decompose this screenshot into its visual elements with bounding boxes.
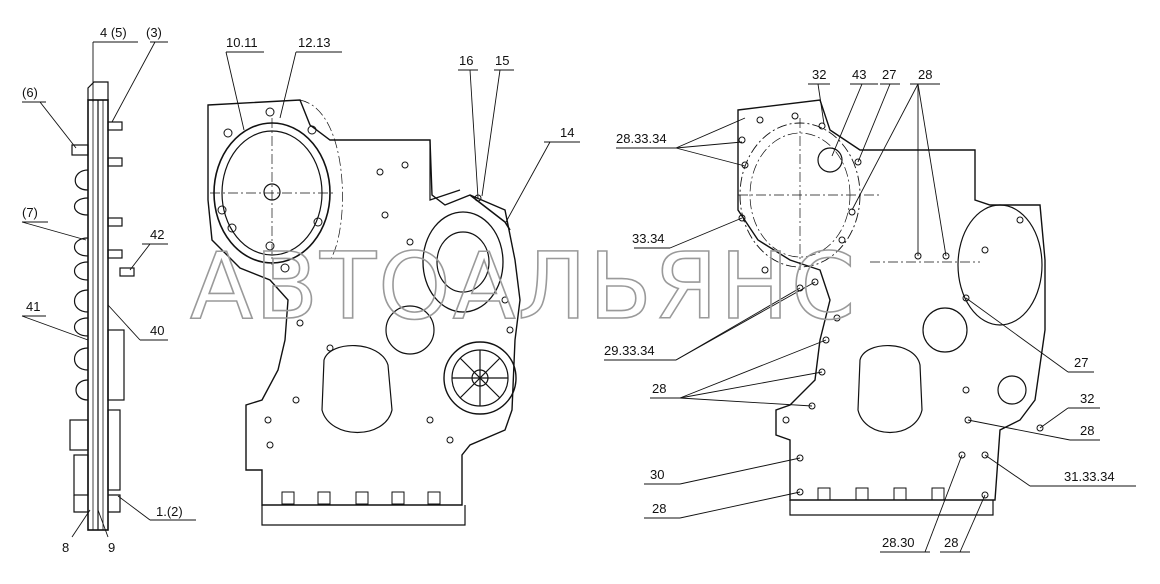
label-43: 43 (852, 67, 866, 82)
label-6: (6) (22, 85, 38, 100)
label-27-right: 27 (1074, 355, 1088, 370)
label-9: 9 (108, 540, 115, 555)
label-27-top: 27 (882, 67, 896, 82)
callout-labels: 4 (5) (3) (6) (7) 42 41 40 8 9 1.(2) 10.… (22, 25, 1115, 555)
label-28-right: 28 (1080, 423, 1094, 438)
label-29-33-34: 29.33.34 (604, 343, 655, 358)
label-28-bottom-left: 28 (652, 501, 666, 516)
label-32-right: 32 (1080, 391, 1094, 406)
label-15: 15 (495, 53, 509, 68)
label-32-top: 32 (812, 67, 826, 82)
label-28-33-34: 28.33.34 (616, 131, 667, 146)
front-view (207, 99, 521, 526)
label-28-top: 28 (918, 67, 932, 82)
label-28-mid: 28 (652, 381, 666, 396)
label-8: 8 (62, 540, 69, 555)
label-42: 42 (150, 227, 164, 242)
rear-view (737, 99, 1046, 516)
label-14: 14 (560, 125, 574, 140)
watermark-text: АВТОАЛЬЯНС (190, 233, 857, 340)
label-41: 41 (26, 299, 40, 314)
label-31-33-34: 31.33.34 (1064, 469, 1115, 484)
label-28-bottom: 28 (944, 535, 958, 550)
label-7: (7) (22, 205, 38, 220)
side-view (69, 81, 135, 531)
label-4-5: 4 (5) (100, 25, 127, 40)
label-12-13: 12.13 (298, 35, 331, 50)
label-30: 30 (650, 467, 664, 482)
label-3: (3) (146, 25, 162, 40)
label-33-34: 33.34 (632, 231, 665, 246)
leader-lines (21, 41, 1136, 553)
label-28-30: 28.30 (882, 535, 915, 550)
label-10-11: 10.11 (226, 35, 258, 50)
label-1-2: 1.(2) (156, 504, 183, 519)
label-16: 16 (459, 53, 473, 68)
label-40: 40 (150, 323, 164, 338)
